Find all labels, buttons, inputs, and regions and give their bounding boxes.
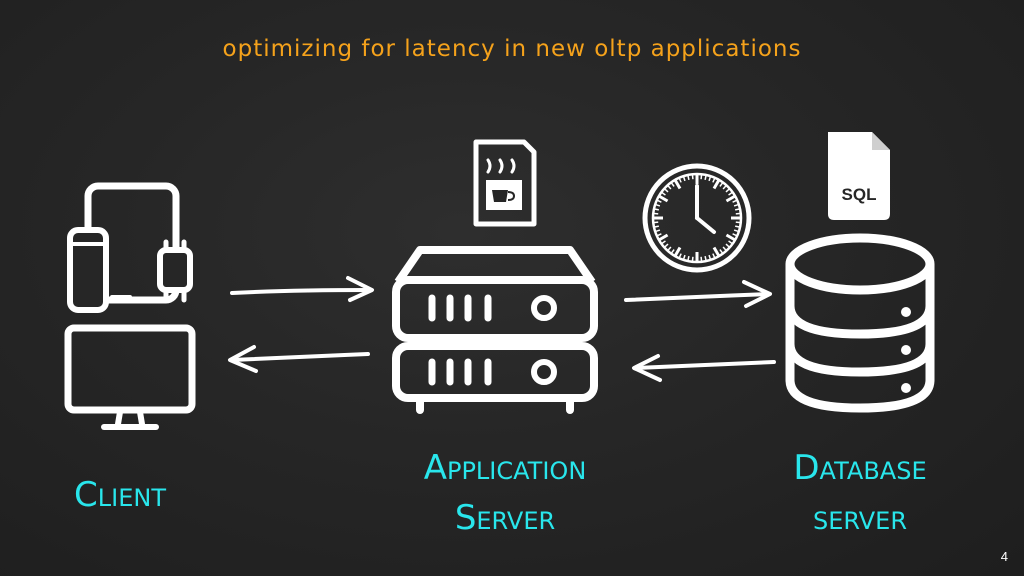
clock-tick bbox=[719, 181, 724, 187]
clock-tick bbox=[670, 181, 675, 187]
app-server-icon bbox=[392, 246, 598, 414]
slide-title: optimizing for latency in new oltp appli… bbox=[222, 36, 802, 62]
app-server-label-line-2: Server bbox=[454, 498, 556, 538]
sql-file-label: SQL bbox=[842, 185, 877, 204]
clock-tick bbox=[712, 246, 721, 257]
clock-tick bbox=[656, 199, 662, 203]
clock-tick bbox=[728, 191, 734, 196]
arrow-app-to-db bbox=[624, 280, 772, 308]
clock-tick bbox=[660, 240, 666, 245]
arrow-client-to-app bbox=[230, 276, 374, 302]
clock-icon bbox=[642, 163, 752, 273]
clock-tick bbox=[734, 208, 741, 211]
client-label: Client bbox=[30, 470, 210, 520]
clock-tick bbox=[653, 212, 659, 215]
clock-tick bbox=[734, 225, 741, 228]
clock-tick bbox=[708, 254, 712, 261]
database-icon bbox=[785, 233, 935, 413]
clock-tick bbox=[670, 249, 675, 255]
clock-tick bbox=[712, 179, 721, 190]
clock-tick bbox=[663, 243, 669, 248]
clock-tick bbox=[691, 256, 694, 262]
clock-tick bbox=[654, 229, 661, 233]
clock-tick bbox=[673, 246, 682, 257]
clock-tick bbox=[725, 243, 731, 248]
clock-tick bbox=[712, 177, 716, 183]
clock-tick bbox=[725, 233, 736, 242]
clock-ticks bbox=[653, 174, 741, 262]
clock-tick bbox=[678, 253, 682, 259]
clock-tick bbox=[687, 255, 690, 262]
clock-tick bbox=[719, 249, 724, 255]
clock-tick bbox=[653, 208, 660, 211]
clock-tick bbox=[733, 203, 740, 207]
clock-tick bbox=[712, 253, 716, 259]
clock-tick bbox=[733, 229, 740, 233]
clock-tick bbox=[700, 174, 703, 180]
clock-tick bbox=[653, 221, 659, 224]
clock-tick bbox=[667, 184, 672, 190]
database-label-line-2: server bbox=[812, 498, 908, 538]
clock-tick bbox=[708, 175, 712, 182]
clock-tick bbox=[700, 256, 703, 262]
page-number: 4 bbox=[1000, 549, 1008, 564]
clock-tick bbox=[678, 177, 682, 183]
database-label-line-1: Database bbox=[793, 448, 927, 488]
clock-tick bbox=[660, 191, 666, 196]
clock-tick bbox=[735, 221, 741, 224]
clock-tick bbox=[735, 212, 741, 215]
clock-tick bbox=[667, 246, 672, 252]
clock-tick bbox=[722, 246, 727, 252]
clock-tick bbox=[704, 255, 707, 262]
devices-icon bbox=[64, 182, 196, 430]
clock-tick bbox=[687, 174, 690, 181]
arrow-db-to-app bbox=[632, 354, 776, 382]
clock-tick bbox=[663, 188, 669, 193]
sql-file-icon: SQL bbox=[828, 132, 890, 220]
clock-tick bbox=[704, 174, 707, 181]
clock-tick bbox=[725, 194, 736, 203]
clock-tick bbox=[656, 233, 662, 237]
clock-tick bbox=[732, 199, 738, 203]
app-server-label: Application Server bbox=[370, 443, 640, 543]
clock-tick bbox=[682, 175, 686, 182]
java-file-icon bbox=[473, 139, 537, 227]
client-label-text: Client bbox=[74, 475, 166, 515]
clock-tick bbox=[658, 233, 669, 242]
clock-tick bbox=[725, 188, 731, 193]
clock-tick bbox=[728, 240, 734, 245]
clock-tick bbox=[654, 203, 661, 207]
clock-tick bbox=[691, 174, 694, 180]
clock-tick bbox=[673, 179, 682, 190]
app-server-label-line-1: Application bbox=[423, 448, 587, 488]
clock-tick bbox=[682, 254, 686, 261]
clock-tick bbox=[658, 194, 669, 203]
clock-tick bbox=[653, 225, 660, 228]
clock-tick bbox=[732, 233, 738, 237]
clock-tick bbox=[722, 184, 727, 190]
arrow-app-to-client bbox=[228, 345, 370, 373]
database-label: Database server bbox=[730, 443, 990, 543]
